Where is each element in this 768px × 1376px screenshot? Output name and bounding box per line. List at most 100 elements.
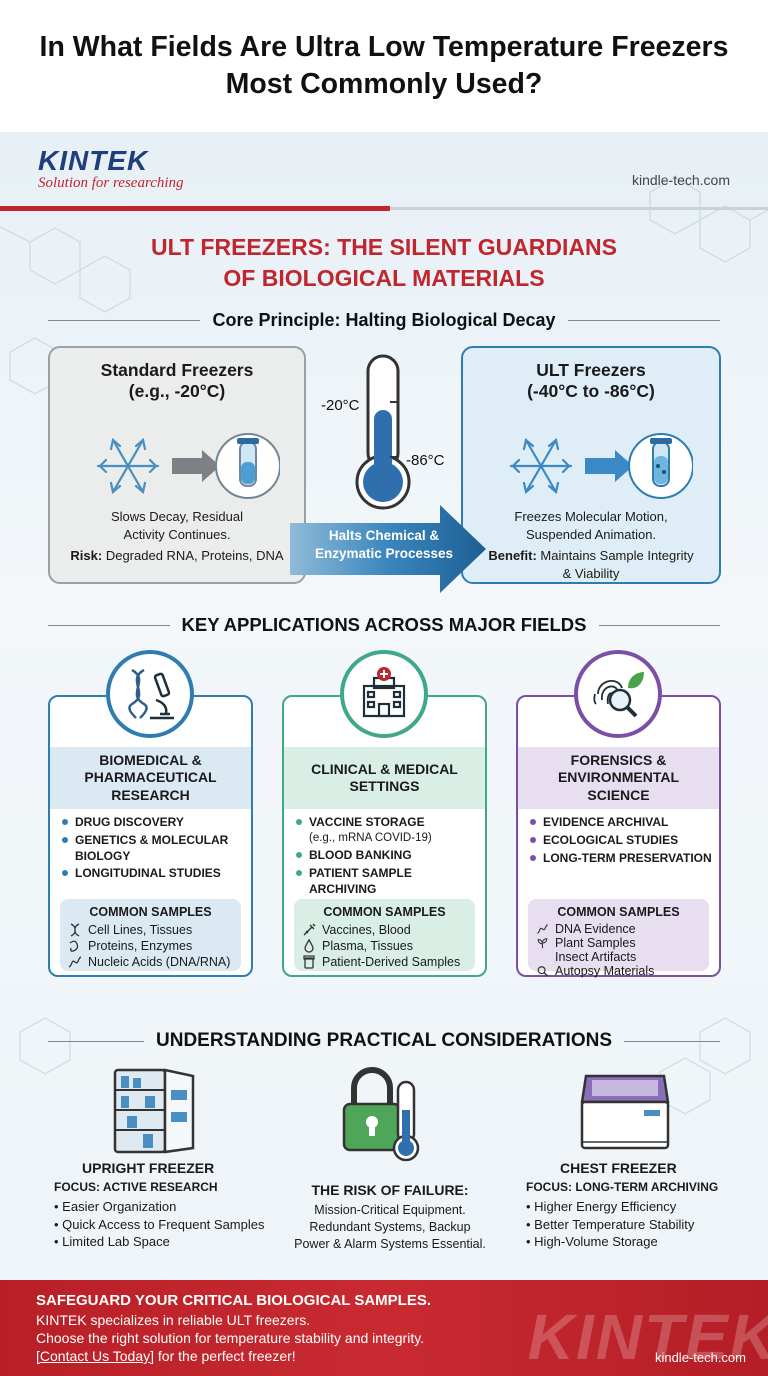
lock-thermometer-icon <box>342 1067 420 1162</box>
footer-line-2: Choose the right solution for temperatur… <box>36 1330 425 1346</box>
sample-item: Plant Samples <box>536 936 701 950</box>
list-item: Easier Organization <box>54 1198 284 1216</box>
sample-item: Nucleic Acids (DNA/RNA) <box>68 954 233 970</box>
list-item: High-Volume Storage <box>526 1233 736 1251</box>
list-item: VACCINE STORAGE(e.g., mRNA COVID-19) <box>296 815 479 846</box>
dna-icon <box>537 924 548 934</box>
applications-title: KEY APPLICATIONS ACROSS MAJOR FIELDS <box>181 614 587 635</box>
upright-freezer-title: UPRIGHT FREEZER <box>82 1160 215 1176</box>
risk-line: Mission-Critical Equipment. <box>314 1203 466 1217</box>
upright-freezer-icon <box>113 1068 195 1154</box>
footer-line-3: [Contact Us Today] for the perfect freez… <box>36 1348 296 1364</box>
dna-icon <box>70 923 80 937</box>
standard-freezer-title: Standard Freezers (e.g., -20°C) <box>50 360 304 402</box>
risk-title: THE RISK OF FAILURE: <box>311 1182 469 1198</box>
list-item: Limited Lab Space <box>54 1233 284 1251</box>
field-title-line: CLINICAL & MEDICAL <box>311 760 458 777</box>
fingerprint-magnifier-leaf-icon <box>593 672 644 718</box>
bullet-dot <box>62 819 68 825</box>
hero-line-1: ULT FREEZERS: THE SILENT GUARDIANS <box>151 234 617 260</box>
list-item: GENETICS & MOLECULAR BIOLOGY <box>62 833 245 865</box>
considerations-title: UNDERSTANDING PRACTICAL CONSIDERATIONS <box>156 1030 613 1051</box>
molecule-decoration-icon <box>0 177 768 1115</box>
field-list-clinical: VACCINE STORAGE(e.g., mRNA COVID-19) BLO… <box>296 815 479 899</box>
nucleic-acid-icon <box>68 956 82 968</box>
list-item: ECOLOGICAL STUDIES <box>530 833 713 849</box>
list-item-text: DRUG DISCOVERY <box>75 815 184 829</box>
ult-freezer-title: ULT Freezers (-40°C to -86°C) <box>463 360 719 402</box>
kintek-logo[interactable]: KINTEK <box>38 145 149 176</box>
title-bar: In What Fields Are Ultra Low Temperature… <box>0 0 768 132</box>
site-url-top[interactable]: kindle-tech.com <box>631 172 730 188</box>
snowflake-to-tube-icon <box>96 433 280 499</box>
heading-rule-left <box>48 320 201 321</box>
sample-item: DNA Evidence <box>536 922 701 936</box>
heading-rule-right <box>567 320 720 321</box>
ult-freezer-text: Freezes Molecular Motion, Suspended Anim… <box>471 508 711 582</box>
list-item: BLOOD BANKING <box>296 848 479 864</box>
common-samples-forensics: COMMON SAMPLES DNA Evidence Plant Sample… <box>528 899 709 978</box>
gray-divider <box>390 207 768 210</box>
standard-desc-1: Slows Decay, Residual <box>111 509 243 524</box>
hero-headline: ULT FREEZERS: THE SILENT GUARDIANS OF BI… <box>0 232 768 294</box>
heading-rule-right <box>624 1040 721 1042</box>
heading-rule-left <box>48 624 170 626</box>
samples-heading: COMMON SAMPLES <box>557 905 680 919</box>
benefit-label: Benefit: <box>488 548 537 564</box>
risk-text-block: Mission-Critical Equipment. Redundant Sy… <box>290 1202 490 1253</box>
chest-freezer-icon <box>580 1074 670 1150</box>
bullet-dot <box>530 819 536 825</box>
plant-icon <box>537 938 548 949</box>
common-samples-biomedical: COMMON SAMPLES Cell Lines, Tissues Prote… <box>60 899 241 971</box>
sample-jar-icon <box>303 955 315 969</box>
blood-drop-icon <box>304 939 314 953</box>
chest-freezer-title: CHEST FREEZER <box>560 1160 677 1176</box>
thermometer-icon <box>355 354 411 510</box>
bullet-dot <box>296 819 302 825</box>
field-title-line: FORENSICS & <box>570 751 667 768</box>
list-item: Higher Energy Efficiency <box>526 1198 736 1216</box>
brand-tagline: Solution for researching <box>38 175 184 191</box>
contact-us-link[interactable]: [Contact Us Today] <box>36 1348 155 1364</box>
standard-freezer-box: Standard Freezers (e.g., -20°C) Slows De… <box>48 346 306 584</box>
field-title-line: SCIENCE <box>587 786 650 803</box>
standard-title-line-1: Standard Freezers <box>100 360 254 380</box>
sample-item: Plasma, Tissues <box>302 938 467 954</box>
sample-text: Insect Artifacts <box>555 950 637 964</box>
forensics-icon-circle <box>574 650 662 738</box>
thermometer-high-label: -20°C <box>321 397 360 414</box>
thermometer-low-label: -86°C <box>406 452 445 469</box>
standard-title-line-2: (e.g., -20°C) <box>128 381 226 401</box>
footer-banner: KINTEK SAFEGUARD YOUR CRITICAL BIOLOGICA… <box>0 1280 768 1376</box>
chest-focus: FOCUS: LONG-TERM ARCHIVING <box>526 1180 719 1194</box>
upright-freezer-block: UPRIGHT FREEZER FOCUS: ACTIVE RESEARCH E… <box>54 1160 284 1251</box>
chest-freezer-block: CHEST FREEZER FOCUS: LONG-TERM ARCHIVING… <box>526 1160 736 1251</box>
benefit-text: Maintains Sample Integrity <box>540 548 694 564</box>
site-url-footer[interactable]: kindle-tech.com <box>654 1350 746 1365</box>
risk-line: Redundant Systems, Backup <box>309 1219 471 1234</box>
halts-processes-arrow-icon <box>290 505 486 593</box>
syringe-icon <box>303 923 316 936</box>
halts-processes-label: Halts Chemical & Enzymatic Processes <box>300 527 468 562</box>
arrow-line-1: Halts Chemical & <box>328 528 440 543</box>
dna-microscope-icon <box>128 668 174 720</box>
list-item-subtext: (e.g., mRNA COVID-19) <box>309 831 432 844</box>
page-title: In What Fields Are Ultra Low Temperature… <box>39 30 729 100</box>
kintek-watermark: KINTEK <box>527 1301 768 1373</box>
upright-focus: FOCUS: ACTIVE RESEARCH <box>54 1180 218 1194</box>
list-item: EVIDENCE ARCHIVAL <box>530 815 713 831</box>
sample-item: Cell Lines, Tissues <box>68 922 233 938</box>
footer-heading: SAFEGUARD YOUR CRITICAL BIOLOGICAL SAMPL… <box>36 1292 432 1309</box>
list-item: PATIENT SAMPLE ARCHIVING <box>296 866 479 898</box>
risk-text: Degraded RNA, Proteins, DNA <box>105 548 284 564</box>
standard-freezer-text: Slows Decay, Residual Activity Continues… <box>58 508 296 565</box>
sample-item: Autopsy Materials <box>536 964 701 978</box>
sample-text: Vaccines, Blood <box>322 923 411 937</box>
sample-text: Plasma, Tissues <box>322 939 414 953</box>
sample-text: Nucleic Acids (DNA/RNA) <box>88 955 231 969</box>
applications-heading: KEY APPLICATIONS ACROSS MAJOR FIELDS <box>48 614 720 636</box>
common-samples-clinical: COMMON SAMPLES Vaccines, Blood Plasma, T… <box>294 899 475 971</box>
